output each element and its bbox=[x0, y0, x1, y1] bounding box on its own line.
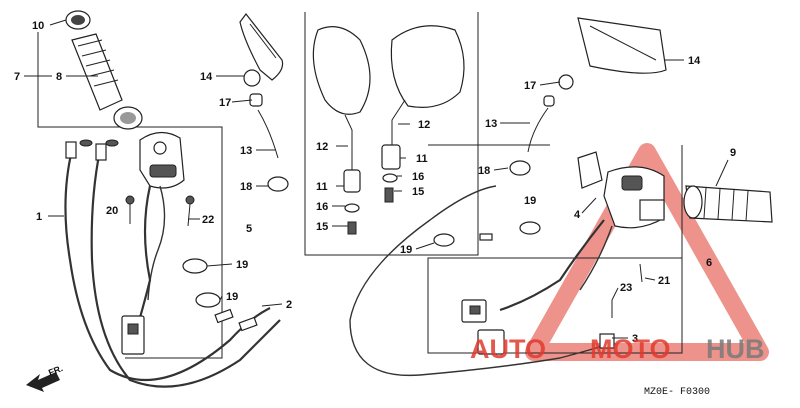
callout-21: 21 bbox=[658, 275, 670, 287]
callout-20: 20 bbox=[106, 205, 118, 217]
left-connector bbox=[121, 315, 145, 355]
right-grip bbox=[683, 185, 773, 223]
screw-20 bbox=[125, 195, 135, 224]
callout-14-left: 14 bbox=[200, 71, 213, 83]
callout-6: 6 bbox=[706, 257, 712, 269]
callout-16-a: 16 bbox=[316, 201, 328, 213]
clamp-19-right-a bbox=[433, 233, 455, 247]
callout-18-left: 18 bbox=[240, 181, 252, 193]
clamp-19-right-b bbox=[519, 221, 541, 235]
watermark-moto: MOTO bbox=[590, 334, 671, 364]
throttle-cable bbox=[90, 149, 281, 388]
round-mirror-right bbox=[381, 25, 465, 203]
callout-12-b: 12 bbox=[418, 119, 430, 131]
right-connector-b bbox=[477, 329, 505, 355]
right-switch-housing bbox=[577, 151, 665, 229]
callout-9: 9 bbox=[730, 147, 736, 159]
screw-21 bbox=[639, 263, 643, 283]
watermark-triangle bbox=[525, 143, 769, 361]
callout-23: 23 bbox=[620, 282, 632, 294]
watermark-auto: AUTO bbox=[470, 334, 546, 364]
right-mirror bbox=[509, 17, 667, 176]
callout-7: 7 bbox=[14, 71, 20, 83]
cable-end-a bbox=[65, 141, 77, 159]
callout-13-right: 13 bbox=[485, 118, 497, 130]
right-harness-2 bbox=[579, 225, 613, 291]
right-harness bbox=[499, 219, 605, 312]
round-mirror-left bbox=[312, 26, 371, 235]
callout-2: 2 bbox=[286, 299, 292, 311]
callout-17-left: 17 bbox=[219, 97, 231, 109]
callout-15-b: 15 bbox=[412, 186, 424, 198]
callout-11-b: 11 bbox=[416, 153, 428, 165]
callout-1: 1 bbox=[36, 211, 42, 223]
callout-19-c: 19 bbox=[524, 195, 536, 207]
frame-right bbox=[427, 145, 683, 354]
callout-14-right: 14 bbox=[688, 55, 701, 67]
watermark-hub: HUB bbox=[706, 334, 765, 364]
left-grip bbox=[65, 10, 143, 130]
left-mirror bbox=[239, 13, 289, 192]
leader-lines bbox=[24, 19, 729, 339]
callout-22: 22 bbox=[202, 214, 214, 226]
callouts: 10 7 8 14 17 13 18 12 12 11 11 16 16 15 … bbox=[14, 20, 736, 345]
callout-12-a: 12 bbox=[316, 141, 328, 153]
clutch-cable bbox=[64, 149, 271, 382]
callout-3: 3 bbox=[632, 333, 638, 345]
svg-text:FR.: FR. bbox=[47, 363, 64, 378]
watermark-text: AUTO MOTO HUB bbox=[470, 334, 765, 364]
callout-19-a: 19 bbox=[236, 259, 248, 271]
callout-5: 5 bbox=[246, 223, 252, 235]
callout-19-b: 19 bbox=[226, 291, 238, 303]
callout-13-left: 13 bbox=[240, 145, 252, 157]
callout-17-right: 17 bbox=[524, 80, 536, 92]
front-direction-arrow: FR. bbox=[26, 363, 64, 392]
callout-19-d: 19 bbox=[400, 244, 412, 256]
left-switch-housing bbox=[139, 131, 185, 189]
callout-10: 10 bbox=[32, 20, 44, 32]
callout-11-a: 11 bbox=[316, 181, 328, 193]
callout-15-a: 15 bbox=[316, 221, 328, 233]
long-cable bbox=[349, 185, 607, 377]
callout-16-b: 16 bbox=[412, 171, 424, 183]
clamp-19-left-b bbox=[195, 292, 221, 308]
diagram-code: MZ0E- F0300 bbox=[644, 387, 710, 398]
screw-22 bbox=[185, 195, 195, 227]
callout-4: 4 bbox=[574, 209, 581, 221]
cable-end-b bbox=[95, 143, 107, 161]
clamp-19-left-a bbox=[182, 258, 208, 274]
left-harness-2 bbox=[147, 185, 166, 301]
frame-left-bottom bbox=[125, 230, 223, 359]
callout-18-right: 18 bbox=[478, 165, 490, 177]
callout-8: 8 bbox=[56, 71, 62, 83]
frame-mirror-box bbox=[304, 12, 479, 256]
